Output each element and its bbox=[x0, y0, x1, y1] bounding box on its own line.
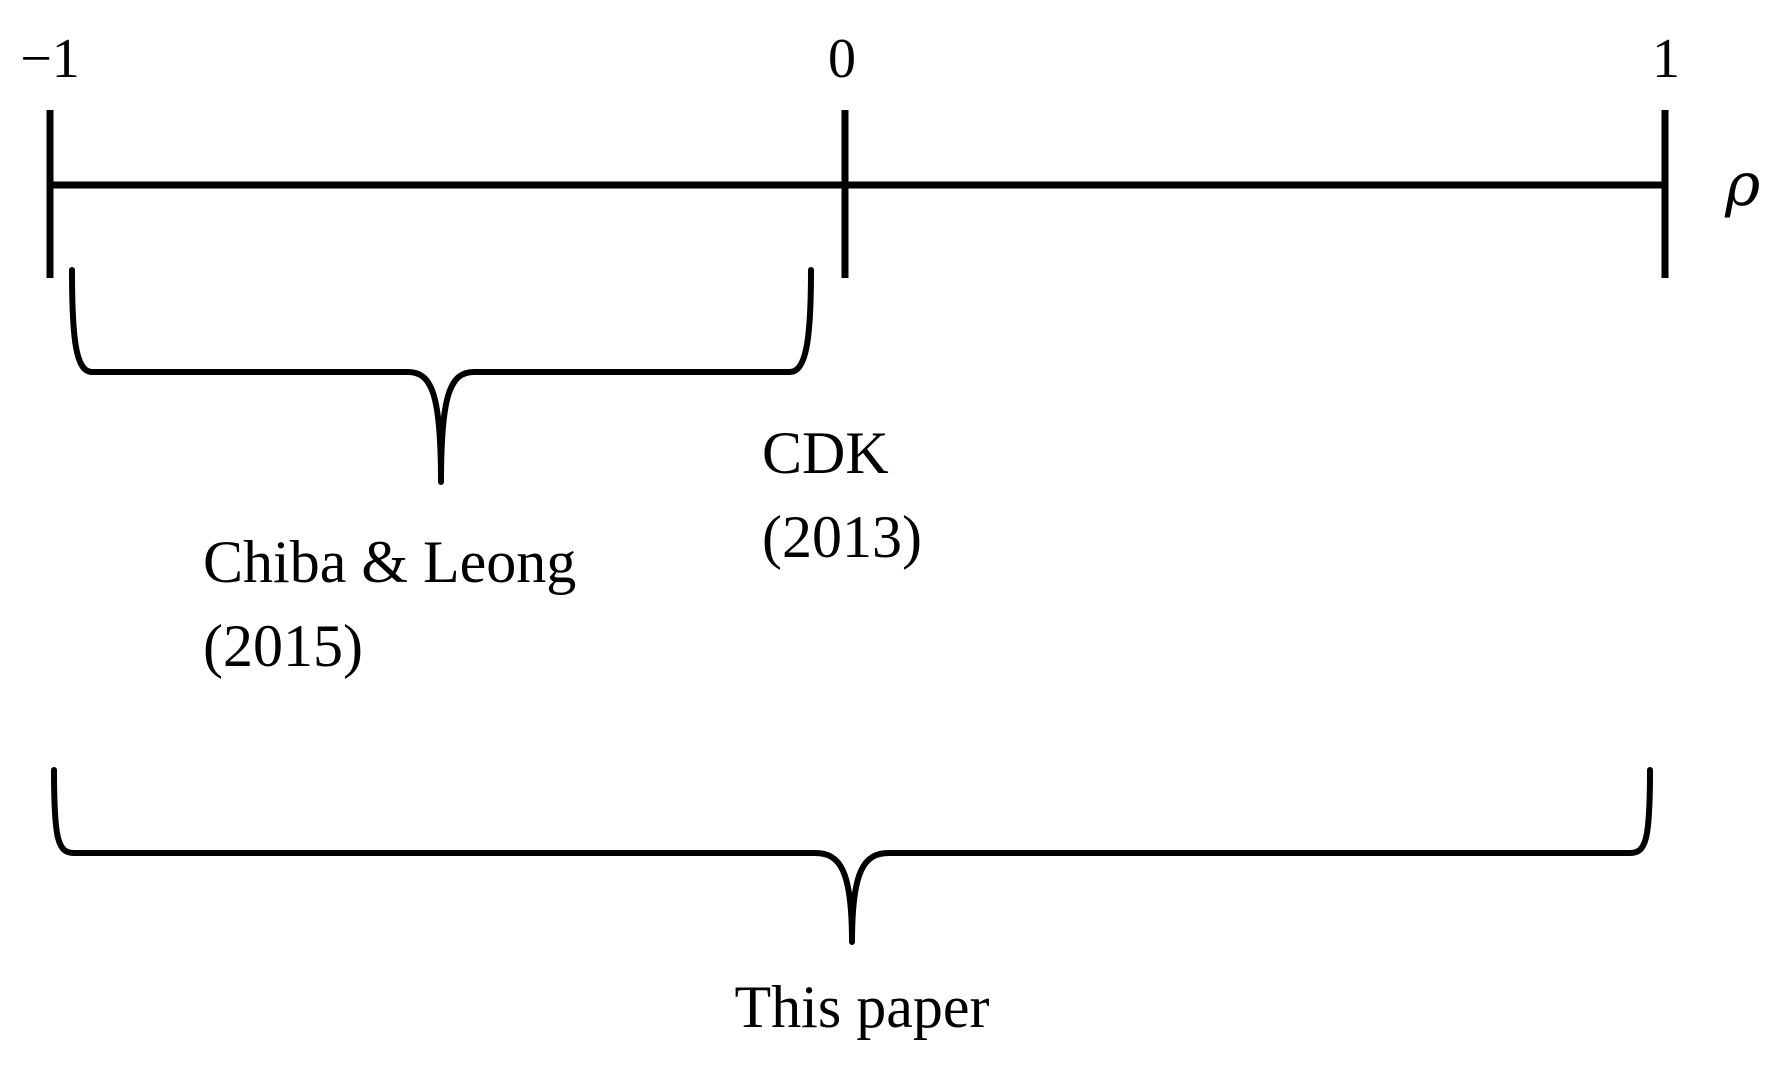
number-line bbox=[46, 110, 1669, 278]
braces bbox=[51, 267, 1653, 945]
cdk-line-2: (2013) bbox=[762, 504, 922, 570]
range-label-this-paper: This paper bbox=[735, 974, 990, 1040]
chiba-leong-line-1: Chiba & Leong bbox=[203, 529, 576, 595]
range-label-cdk: CDK (2013) bbox=[762, 420, 922, 570]
chiba-leong-line-2: (2015) bbox=[203, 613, 363, 679]
tick-labels: −1 0 1 bbox=[20, 28, 1680, 90]
range-label-chiba-leong: Chiba & Leong (2015) bbox=[203, 529, 576, 679]
tick-label-minus-one: −1 bbox=[20, 28, 80, 90]
cdk-line-1: CDK bbox=[762, 420, 889, 486]
brace-chiba-leong bbox=[69, 267, 814, 485]
axis-symbol-rho: ρ bbox=[1724, 150, 1760, 220]
tick-label-one: 1 bbox=[1652, 28, 1680, 90]
tick-label-zero: 0 bbox=[828, 28, 856, 90]
brace-this-paper bbox=[51, 767, 1653, 945]
